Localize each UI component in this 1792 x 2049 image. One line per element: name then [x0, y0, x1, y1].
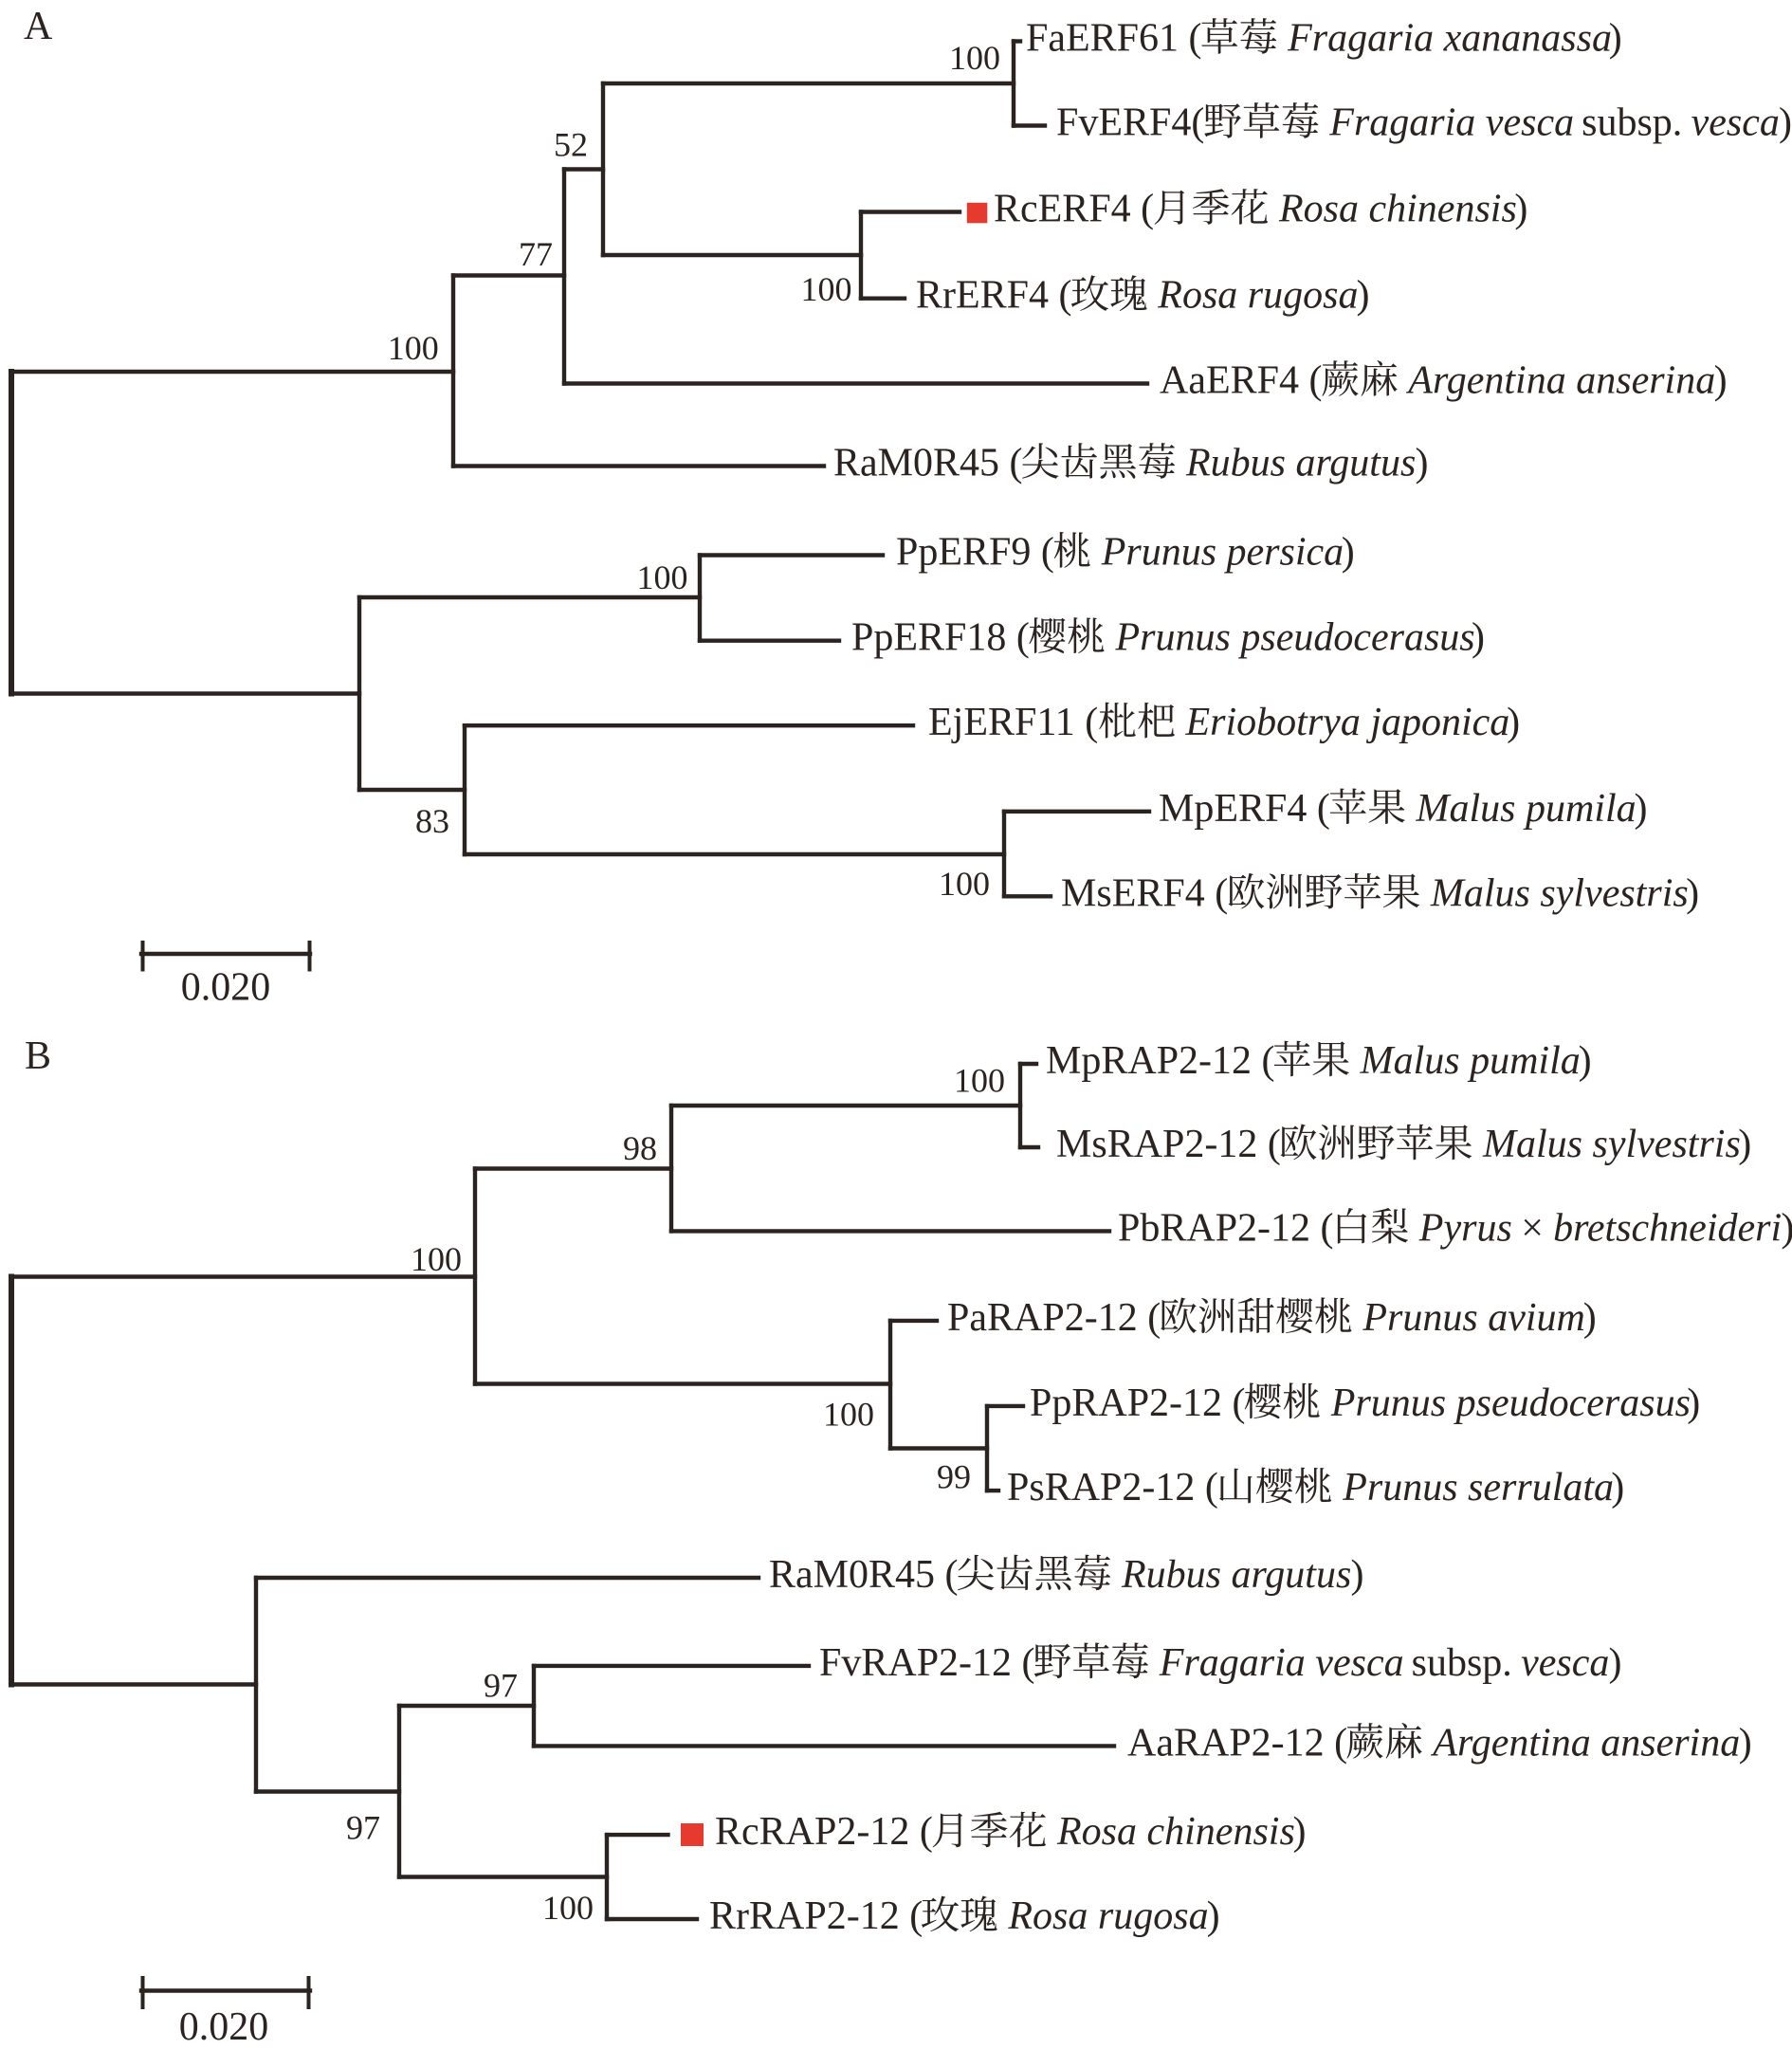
svg-text:): ): [1416, 442, 1429, 485]
svg-text:RrERF4 (: RrERF4 (: [916, 274, 1072, 318]
svg-text:): ): [1342, 531, 1355, 575]
svg-text:): ): [1514, 188, 1527, 231]
svg-text:bretschneideri: bretschneideri: [1553, 1206, 1782, 1250]
svg-text:): ): [1351, 1553, 1364, 1597]
svg-text:MsERF4 (: MsERF4 (: [1061, 871, 1228, 915]
svg-text:Fragaria vesca: Fragaria vesca: [1159, 1641, 1404, 1685]
svg-text:0.020: 0.020: [179, 2005, 269, 2049]
svg-text:PbRAP2-12 (: PbRAP2-12 (: [1118, 1206, 1334, 1250]
svg-text:subsp.: subsp.: [1572, 101, 1692, 145]
svg-text:FaERF61 (: FaERF61 (: [1026, 17, 1202, 61]
svg-text:100: 100: [939, 865, 990, 903]
svg-text:100: 100: [949, 39, 1000, 77]
svg-text:): ): [1611, 1466, 1624, 1509]
svg-text:×: ×: [1511, 1206, 1554, 1250]
svg-text:100: 100: [801, 270, 852, 308]
svg-text:Rubus argutus: Rubus argutus: [1185, 442, 1416, 485]
svg-text:): ): [1738, 1123, 1751, 1166]
svg-text:RrRAP2-12 (: RrRAP2-12 (: [709, 1894, 923, 1938]
svg-text:52: 52: [554, 126, 588, 164]
svg-text:): ): [1357, 274, 1370, 318]
svg-text:vesca: vesca: [1691, 101, 1780, 145]
svg-text:PaRAP2-12 (: PaRAP2-12 (: [947, 1296, 1161, 1340]
svg-text:PsRAP2-12 (: PsRAP2-12 (: [1007, 1466, 1218, 1509]
svg-text:Rosa chinensis: Rosa chinensis: [1056, 1810, 1295, 1854]
svg-text:Fragaria vesca: Fragaria vesca: [1328, 101, 1574, 145]
svg-text:Malus pumila: Malus pumila: [1416, 787, 1637, 831]
svg-text:100: 100: [823, 1396, 874, 1434]
svg-text:): ): [1472, 616, 1485, 660]
svg-text:100: 100: [388, 329, 439, 367]
svg-text:Prunus pseudocerasus: Prunus pseudocerasus: [1115, 616, 1475, 660]
svg-text:Prunus serrulata: Prunus serrulata: [1342, 1466, 1614, 1509]
svg-text:Fragaria xananassa: Fragaria xananassa: [1287, 17, 1612, 61]
svg-text:Rosa chinensis: Rosa chinensis: [1278, 188, 1517, 231]
svg-text:100: 100: [542, 1889, 594, 1927]
svg-text:77: 77: [519, 235, 553, 273]
svg-text:98: 98: [623, 1129, 657, 1167]
svg-text:MpERF4 (: MpERF4 (: [1159, 787, 1330, 831]
svg-text:A: A: [24, 5, 53, 48]
svg-text:Rosa rugosa: Rosa rugosa: [1007, 1894, 1208, 1938]
svg-text:): ): [1635, 787, 1648, 831]
svg-text:PpRAP2-12 (: PpRAP2-12 (: [1030, 1381, 1246, 1425]
svg-text:RaM0R45 (: RaM0R45 (: [769, 1553, 959, 1597]
svg-text:Argentina anserina: Argentina anserina: [1405, 359, 1715, 403]
svg-text:MpRAP2-12 (: MpRAP2-12 (: [1046, 1039, 1275, 1083]
svg-text:): ): [1739, 1721, 1752, 1765]
svg-text:): ): [1714, 359, 1728, 403]
svg-text:AaERF4 (: AaERF4 (: [1160, 359, 1323, 403]
svg-text:Rosa rugosa: Rosa rugosa: [1157, 274, 1358, 318]
svg-text:100: 100: [637, 558, 688, 596]
svg-text:AaRAP2-12 (: AaRAP2-12 (: [1127, 1721, 1347, 1765]
svg-text:Prunus persica: Prunus persica: [1101, 531, 1344, 575]
svg-text:): ): [1687, 1381, 1700, 1425]
svg-text:): ): [1609, 1641, 1622, 1685]
svg-text:Prunus pseudocerasus: Prunus pseudocerasus: [1330, 1381, 1691, 1425]
svg-text:): ): [1579, 1039, 1592, 1083]
svg-text:PpERF9 (: PpERF9 (: [896, 531, 1054, 575]
svg-text:MsRAP2-12 (: MsRAP2-12 (: [1056, 1123, 1281, 1166]
svg-text:): ): [1686, 871, 1699, 915]
svg-text:subsp.: subsp.: [1401, 1641, 1522, 1685]
svg-text:RcERF4 (: RcERF4 (: [994, 188, 1154, 231]
svg-text:97: 97: [484, 1667, 518, 1705]
svg-text:Eriobotrya japonica: Eriobotrya japonica: [1185, 701, 1510, 744]
svg-text:): ): [1507, 701, 1520, 744]
svg-text:100: 100: [411, 1240, 462, 1278]
svg-text:Malus sylvestris: Malus sylvestris: [1482, 1123, 1741, 1166]
svg-text:100: 100: [954, 1062, 1005, 1100]
svg-text:RcRAP2-12 (: RcRAP2-12 (: [715, 1810, 933, 1854]
svg-text:0.020: 0.020: [181, 966, 271, 1010]
svg-text:FvERF4(: FvERF4(: [1056, 101, 1204, 145]
svg-text:97: 97: [346, 1809, 380, 1847]
svg-text:Prunus avium: Prunus avium: [1362, 1296, 1585, 1340]
svg-text:PpERF18 (: PpERF18 (: [851, 616, 1030, 660]
svg-text:83: 83: [415, 802, 449, 840]
svg-text:Malus pumila: Malus pumila: [1360, 1039, 1581, 1083]
svg-text:EjERF11 (: EjERF11 (: [928, 701, 1098, 744]
svg-text:): ): [1779, 101, 1792, 145]
svg-text:): ): [1781, 1206, 1792, 1250]
svg-text:Rubus argutus: Rubus argutus: [1121, 1553, 1351, 1597]
svg-text:): ): [1293, 1810, 1307, 1854]
svg-text:RaM0R45 (: RaM0R45 (: [833, 442, 1023, 485]
svg-text:vesca: vesca: [1521, 1641, 1609, 1685]
svg-text:): ): [1609, 17, 1622, 61]
svg-text:Pyrus: Pyrus: [1418, 1206, 1512, 1250]
svg-text:Malus sylvestris: Malus sylvestris: [1430, 871, 1689, 915]
svg-text:FvRAP2-12 (: FvRAP2-12 (: [819, 1641, 1035, 1685]
svg-text:Argentina anserina: Argentina anserina: [1430, 1721, 1740, 1765]
svg-text:): ): [1583, 1296, 1597, 1340]
svg-text:B: B: [25, 1034, 51, 1078]
svg-text:): ): [1207, 1894, 1220, 1938]
svg-text:99: 99: [937, 1458, 971, 1496]
